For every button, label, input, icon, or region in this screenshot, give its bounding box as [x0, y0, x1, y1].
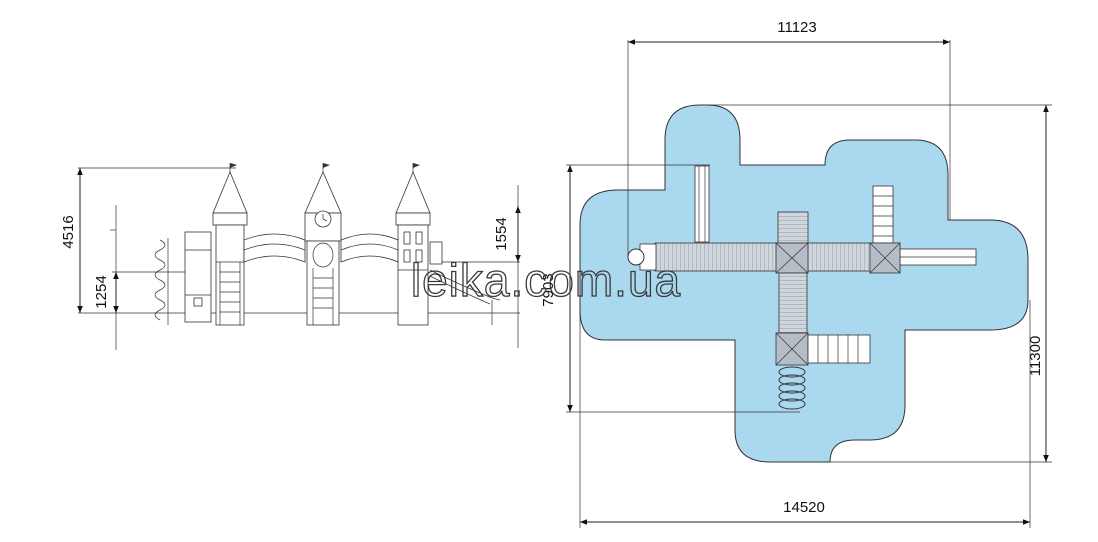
- dim-total-depth: 11300: [1027, 336, 1044, 377]
- watermark-text: leika.com.ua: [411, 254, 681, 306]
- dim-inner-depth: 7903: [540, 273, 557, 306]
- side-view: 4516 1254 1554: [60, 163, 521, 350]
- dim-roof-height: 1554: [493, 217, 510, 250]
- dim-platform-height: 1254: [93, 275, 110, 308]
- dim-bottom-width: 14520: [783, 499, 825, 516]
- plan-view: 11123 14520 7903 11300: [540, 19, 1052, 528]
- structure-plan: [627, 165, 977, 410]
- playground-elevation: [154, 163, 501, 326]
- dim-top-width: 11123: [777, 19, 817, 36]
- dim-total-height: 4516: [60, 215, 77, 248]
